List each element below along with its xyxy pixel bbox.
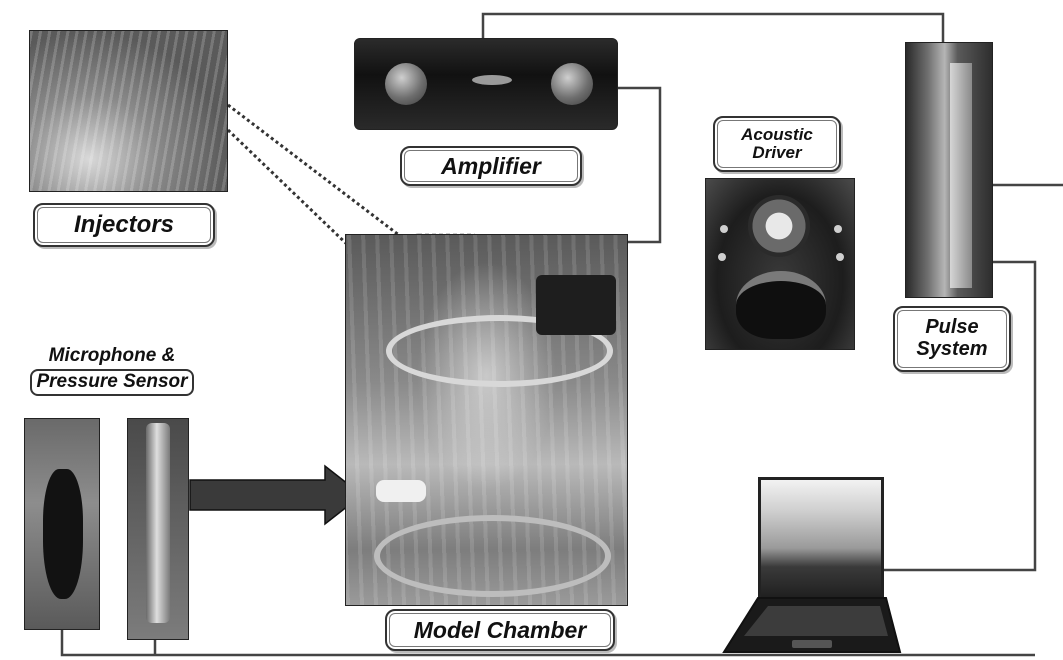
pulse-system-label-line2: System xyxy=(916,339,987,361)
microphone-body xyxy=(43,469,83,599)
acoustic-driver-label: Acoustic Driver xyxy=(713,116,841,172)
laptop-icon xyxy=(722,596,902,656)
sensor-to-chamber-arrow xyxy=(190,466,362,524)
sensor-stick xyxy=(146,423,170,623)
microphone-photo xyxy=(24,418,100,630)
acoustic-driver-photo xyxy=(705,178,855,350)
wire-amplifier-chamber xyxy=(618,88,660,242)
mic-sensor-label-line1: Microphone & xyxy=(2,346,222,367)
driver-mouth xyxy=(736,271,826,339)
driver-bolt xyxy=(718,253,726,261)
pulse-system-label-line1: Pulse xyxy=(925,317,978,339)
acoustic-driver-label-line1: Acoustic xyxy=(741,126,813,144)
chamber-sensor-port xyxy=(376,480,426,502)
amplifier-label: Amplifier xyxy=(400,146,582,186)
amplifier-label-text: Amplifier xyxy=(441,154,541,179)
mic-sensor-label: Microphone & Pressure Sensor xyxy=(2,346,222,396)
injectors-label-text: Injectors xyxy=(74,212,174,238)
pulse-tube xyxy=(950,63,972,288)
laptop-screen xyxy=(758,477,884,607)
amp-logo-icon xyxy=(472,75,512,85)
driver-bolt xyxy=(836,253,844,261)
model-chamber-label: Model Chamber xyxy=(385,609,615,651)
driver-bolt xyxy=(834,225,842,233)
injectors-label: Injectors xyxy=(33,203,215,247)
amp-knob-left xyxy=(385,63,427,105)
amplifier-photo xyxy=(354,38,618,130)
pulse-system-label: Pulse System xyxy=(893,306,1011,372)
mic-sensor-label-line2: Pressure Sensor xyxy=(30,369,193,396)
amp-knob-right xyxy=(551,63,593,105)
chamber-driver-block xyxy=(536,275,616,335)
model-chamber-photo xyxy=(345,234,628,606)
pulse-system-photo xyxy=(905,42,993,298)
injectors-photo xyxy=(29,30,228,192)
model-chamber-label-text: Model Chamber xyxy=(414,618,587,643)
acoustic-driver-label-line2: Driver xyxy=(752,144,801,162)
pressure-sensor-photo xyxy=(127,418,189,640)
driver-cone xyxy=(748,195,810,257)
driver-bolt xyxy=(720,225,728,233)
chamber-lower-ring xyxy=(374,515,611,597)
